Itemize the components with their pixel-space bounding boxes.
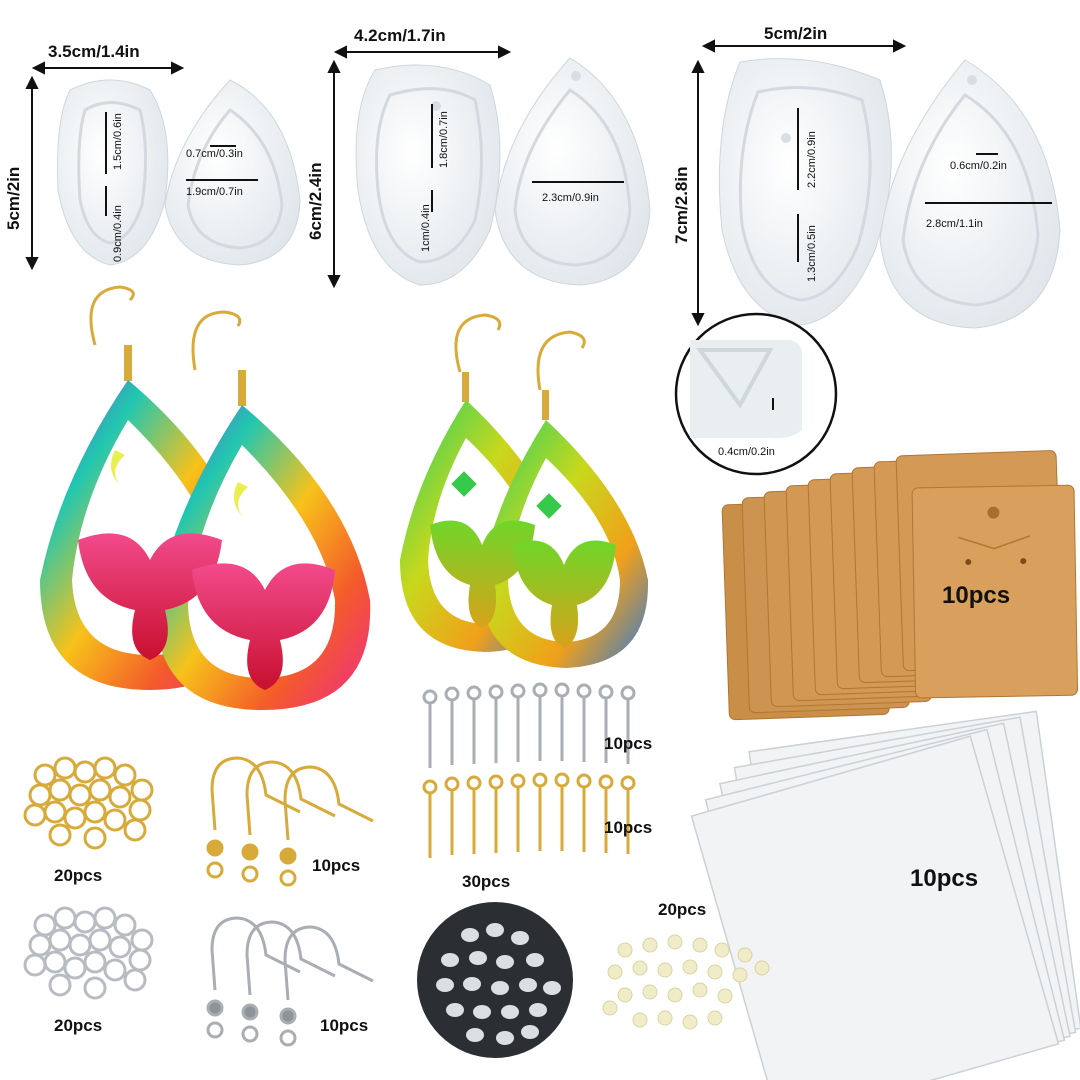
mold-small	[57, 79, 301, 266]
mold-small-dim-2: 0.9cm/0.4in	[112, 205, 124, 262]
pearls-quantity: 20pcs	[658, 900, 707, 919]
bags-quantity: 10pcs	[910, 865, 979, 892]
mold-large-dim-2: 1.3cm/0.5in	[806, 225, 818, 282]
hooks-silver	[206, 916, 374, 1047]
earring-cards	[721, 450, 1079, 721]
eye-pins-silver	[422, 682, 636, 768]
eye-pins-silver-quantity: 10pcs	[604, 734, 653, 753]
mold-medium-dim-3: 2.3cm/0.9in	[542, 192, 599, 204]
pearl-beads	[602, 934, 770, 1030]
stoppers-quantity: 30pcs	[462, 872, 511, 891]
jump-rings-gold	[23, 756, 154, 850]
eye-pins-gold	[422, 772, 636, 858]
mold-large	[718, 58, 1061, 329]
mold-medium-width-label: 4.2cm/1.7in	[354, 26, 446, 45]
earrings-pink-pair	[40, 285, 371, 710]
mold-detail-label: 0.4cm/0.2in	[718, 446, 775, 458]
jump-rings-silver-quantity: 20pcs	[54, 1016, 103, 1035]
eye-pins-gold-quantity: 10pcs	[604, 818, 653, 837]
mold-detail-magnifier	[674, 312, 838, 476]
mold-small-dim-3: 0.7cm/0.3in	[186, 148, 243, 160]
mold-medium	[355, 57, 651, 286]
clear-bags	[690, 710, 1080, 1080]
mold-large-dim-3: 0.6cm/0.2in	[950, 160, 1007, 172]
hooks-gold-quantity: 10pcs	[312, 856, 361, 875]
mold-large-height-label: 7cm/2.8in	[672, 166, 691, 245]
mold-medium-height-label: 6cm/2.4in	[306, 162, 325, 241]
jump-rings-gold-quantity: 20pcs	[54, 866, 103, 885]
hooks-gold	[206, 756, 374, 887]
mold-medium-dim-2: 1cm/0.4in	[420, 204, 432, 252]
cards-quantity: 10pcs	[942, 582, 1011, 609]
mold-large-dim-1: 2.2cm/0.9in	[806, 131, 818, 188]
jump-rings-silver	[23, 906, 154, 1000]
dimension-arrows	[25, 39, 1052, 327]
mold-small-dim-1: 1.5cm/0.6in	[112, 113, 124, 170]
hooks-silver-quantity: 10pcs	[320, 1016, 369, 1035]
earring-stoppers	[417, 902, 573, 1058]
mold-small-dim-4: 1.9cm/0.7in	[186, 186, 243, 198]
mold-large-width-label: 5cm/2in	[764, 24, 828, 43]
mold-medium-dim-1: 1.8cm/0.7in	[438, 111, 450, 168]
mold-large-dim-4: 2.8cm/1.1in	[926, 218, 983, 230]
mold-small-height-label: 5cm/2in	[4, 166, 23, 230]
mold-small-width-label: 3.5cm/1.4in	[48, 42, 140, 61]
earrings-green-pair	[400, 313, 649, 668]
